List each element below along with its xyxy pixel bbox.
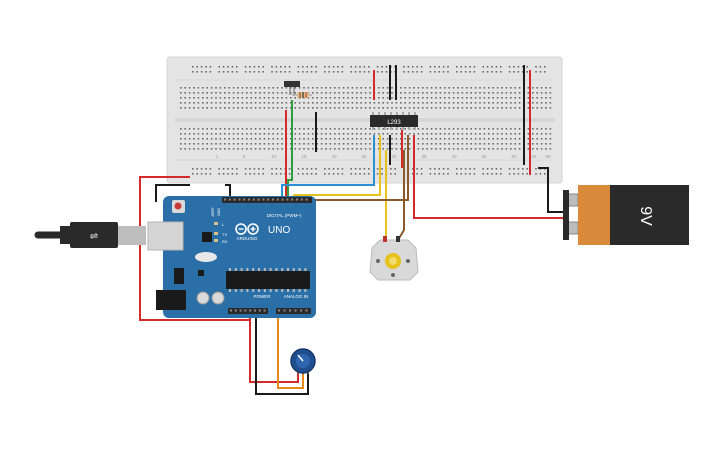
battery-9v[interactable]: 9V bbox=[563, 185, 689, 245]
breadboard-column-numbers: 1 5 10 15 20 25 30 35 40 45 50 55 60 bbox=[216, 154, 551, 159]
breadboard-holes bbox=[180, 66, 552, 175]
wire-black bbox=[225, 184, 231, 198]
usb-cable[interactable]: ⇌ bbox=[34, 222, 146, 248]
resistor[interactable] bbox=[292, 92, 312, 98]
analog-label: ANALOG IN bbox=[284, 294, 309, 299]
wire-orange bbox=[277, 312, 304, 389]
transistor[interactable] bbox=[284, 81, 300, 95]
wire-brown bbox=[300, 135, 409, 201]
wire-green bbox=[287, 100, 293, 200]
column-number: 25 bbox=[361, 154, 367, 159]
column-number: 60 bbox=[545, 154, 551, 159]
battery-label: 9V bbox=[637, 206, 654, 226]
digital-label: DIGITAL (PWM~) bbox=[267, 213, 302, 218]
wire-black bbox=[155, 184, 190, 202]
column-number: 35 bbox=[421, 154, 427, 159]
dc-motor[interactable] bbox=[369, 236, 419, 281]
breadboard[interactable]: 1 5 10 15 20 25 30 35 40 45 50 55 60 bbox=[166, 56, 563, 184]
chip-label: L293 bbox=[387, 120, 401, 126]
column-number: 50 bbox=[511, 154, 517, 159]
arduino-logo-icon bbox=[235, 223, 259, 235]
aref-label: AREF bbox=[211, 207, 215, 216]
column-number: 20 bbox=[331, 154, 337, 159]
wires bbox=[139, 100, 565, 395]
column-number: 1 bbox=[216, 154, 219, 159]
power-label: POWER bbox=[253, 294, 271, 299]
column-number: 10 bbox=[271, 154, 277, 159]
l293-chip[interactable]: L293 bbox=[370, 112, 418, 130]
potentiometer[interactable] bbox=[290, 348, 316, 374]
l-led-label: L bbox=[222, 222, 225, 227]
wire-red bbox=[249, 312, 299, 383]
wire-black bbox=[255, 312, 309, 395]
column-number: 55 bbox=[531, 154, 537, 159]
tx-label: TX bbox=[222, 232, 227, 237]
column-number: 45 bbox=[481, 154, 487, 159]
gnd-label: GND bbox=[217, 208, 221, 216]
breadboard-jumpers bbox=[315, 65, 531, 175]
column-number: 15 bbox=[301, 154, 307, 159]
wire-red bbox=[413, 135, 565, 219]
column-number: 5 bbox=[243, 154, 246, 159]
column-number: 30 bbox=[391, 154, 397, 159]
usb-icon: ⇌ bbox=[90, 231, 98, 242]
potentiometer-knob-indicator bbox=[297, 354, 304, 362]
wire-black bbox=[538, 167, 565, 213]
board-logo: UNO bbox=[268, 225, 290, 236]
arduino-uno[interactable]: DIGITAL (PWM~) AREF GND UNO ARDUINO L TX… bbox=[147, 196, 316, 318]
rx-label: RX bbox=[222, 239, 228, 244]
board-brand: ARDUINO bbox=[237, 236, 258, 241]
wire-blue bbox=[281, 135, 375, 198]
column-number: 40 bbox=[451, 154, 457, 159]
